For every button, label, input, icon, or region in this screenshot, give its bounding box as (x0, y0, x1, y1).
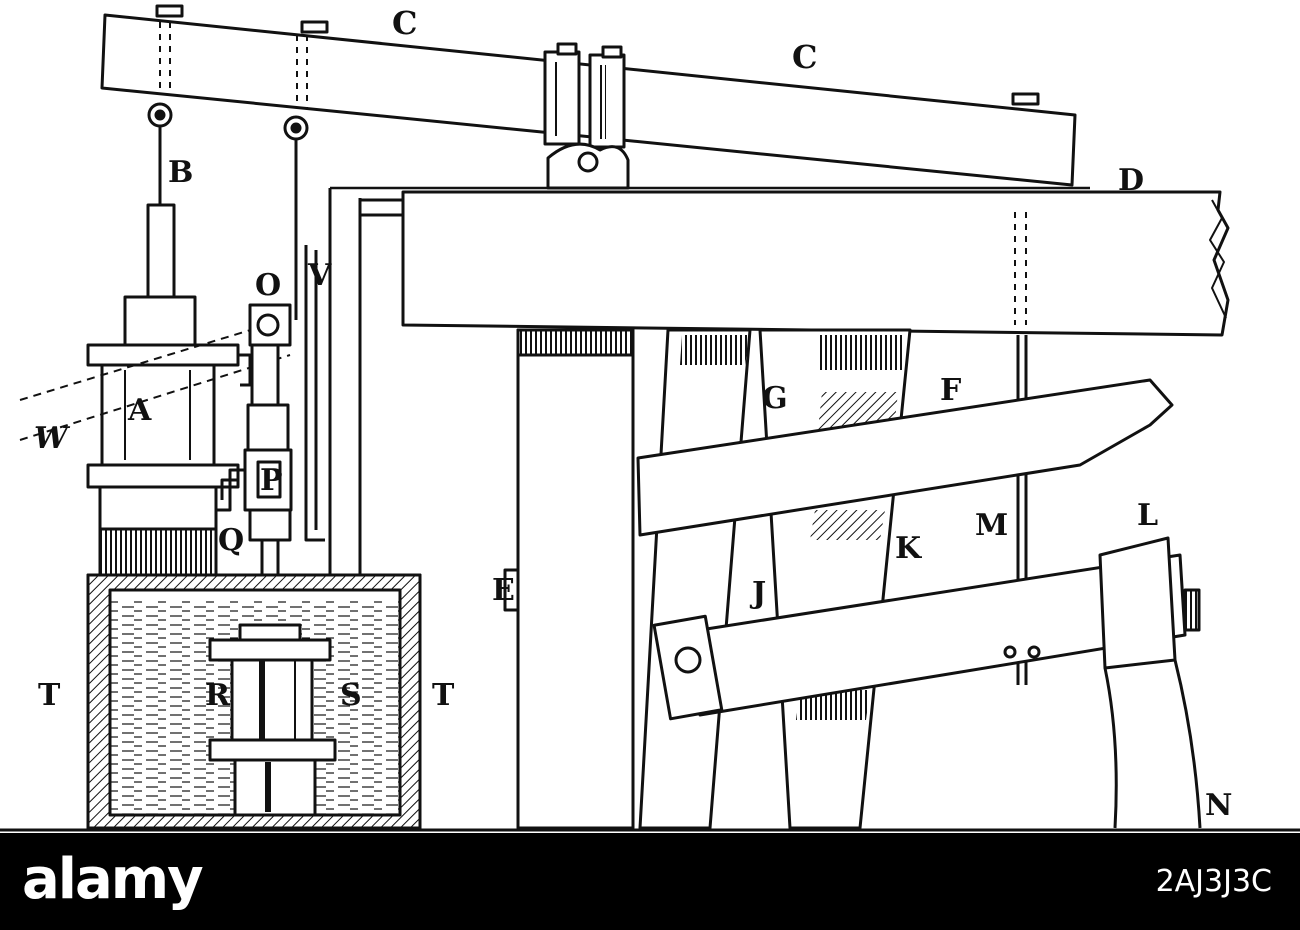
label-o: O (255, 268, 281, 303)
label-s: S (340, 678, 362, 713)
label-p: P (260, 463, 283, 498)
label-v: V (307, 258, 332, 293)
label-g: G (762, 381, 788, 416)
label-w: W (34, 421, 71, 456)
label-b: B (168, 155, 193, 190)
label-c1: C (392, 4, 417, 42)
image-id-text: 2AJ3J3C (1156, 864, 1272, 900)
engraved-machine-diagram: C C B D O V W A P Q G F K M L J E T R S … (0, 0, 1300, 833)
post-e (505, 330, 633, 828)
fulcrum-bracket (548, 144, 628, 188)
label-r: R (205, 678, 231, 713)
label-q: Q (218, 523, 244, 558)
label-t1: T (38, 678, 61, 713)
water-tank-t (88, 575, 420, 828)
label-m: M (975, 508, 1008, 543)
label-t2: T (432, 678, 455, 713)
label-k: K (895, 531, 922, 566)
label-n: N (1205, 788, 1232, 823)
frame-beam-d (330, 188, 1228, 335)
label-a: A (127, 393, 152, 428)
alamy-wordmark: alamy (22, 848, 202, 912)
label-d: D (1118, 163, 1144, 198)
lever-l-assembly (654, 538, 1200, 828)
label-j: J (749, 576, 766, 611)
label-f: F (940, 373, 961, 408)
label-c2: C (792, 38, 817, 76)
label-l: L (1137, 498, 1158, 533)
label-e: E (492, 573, 515, 608)
vertical-supports (306, 188, 403, 575)
